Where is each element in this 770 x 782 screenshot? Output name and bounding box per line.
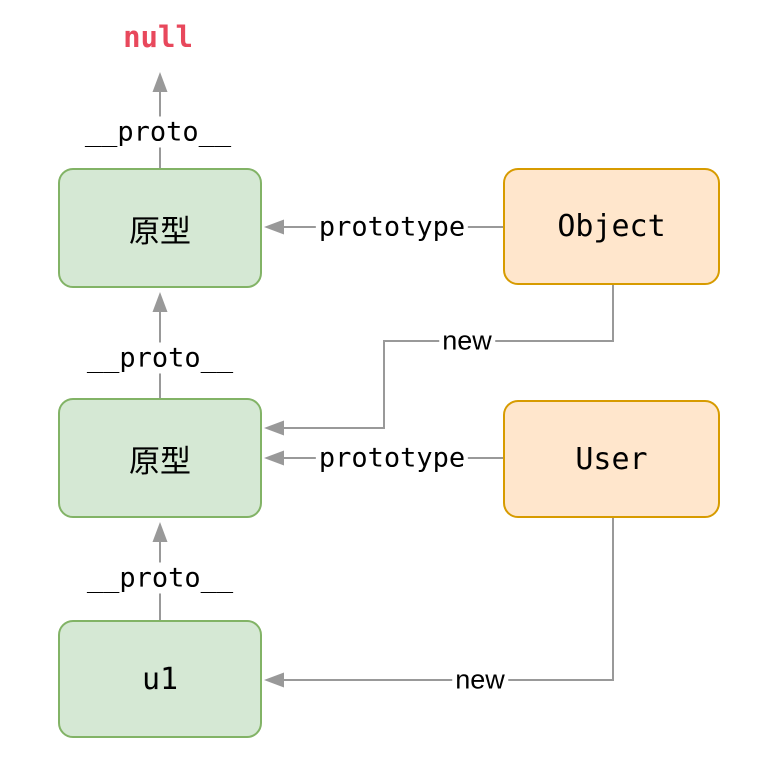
- edge-label-object-prototype: prototype: [315, 211, 469, 243]
- null-terminal-label: null: [123, 20, 193, 54]
- node-user-label: User: [575, 441, 648, 477]
- arrow-object-new: [264, 285, 614, 436]
- node-user-constructor: User: [503, 400, 720, 518]
- edge-label-proto-top: __proto__: [81, 116, 235, 148]
- node-prototype-mid-label: 原型: [129, 443, 191, 480]
- node-prototype-top: 原型: [58, 168, 262, 288]
- edge-label-user-new: new: [452, 664, 508, 696]
- arrow-user-new: [264, 518, 614, 688]
- edge-label-u1-proto: __proto__: [83, 562, 237, 594]
- node-u1-label: u1: [141, 661, 179, 697]
- node-prototype-top-label: 原型: [129, 213, 191, 250]
- node-object-constructor: Object: [503, 168, 720, 285]
- edge-label-user-prototype: prototype: [315, 442, 469, 474]
- edge-label-object-new: new: [439, 325, 495, 357]
- node-object-label: Object: [557, 209, 666, 244]
- node-u1-instance: u1: [58, 620, 262, 738]
- node-prototype-mid: 原型: [58, 398, 262, 518]
- edge-label-proto-mid: __proto__: [83, 342, 237, 374]
